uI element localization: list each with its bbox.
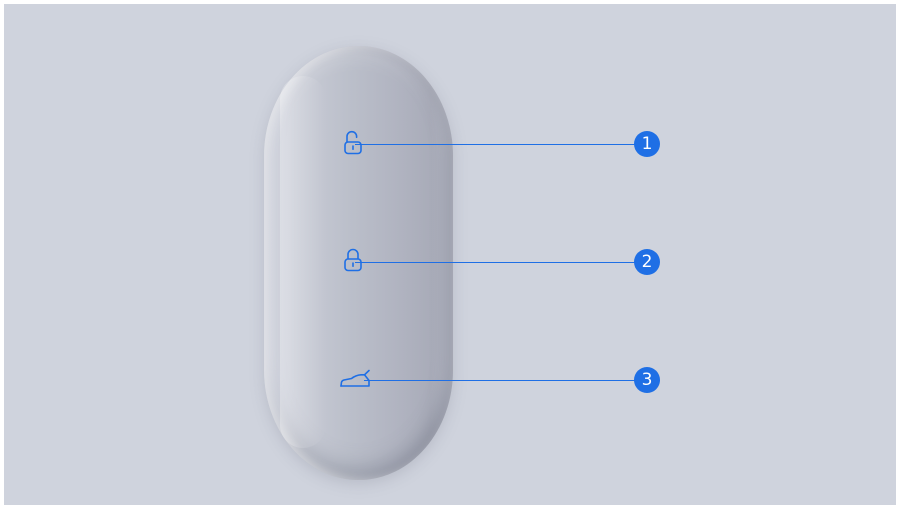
diagram-canvas: 1 2 3 (4, 4, 896, 505)
leader-line-2 (355, 262, 636, 263)
fob-highlight (280, 76, 326, 448)
unlock-icon (342, 129, 366, 155)
leader-line-3 (364, 380, 636, 381)
lock-icon (342, 246, 366, 272)
callout-marker-3: 3 (634, 367, 660, 393)
lock-button[interactable] (334, 240, 374, 280)
leader-line-1 (355, 144, 636, 145)
callout-marker-2: 2 (634, 249, 660, 275)
callout-marker-1: 1 (634, 131, 660, 157)
